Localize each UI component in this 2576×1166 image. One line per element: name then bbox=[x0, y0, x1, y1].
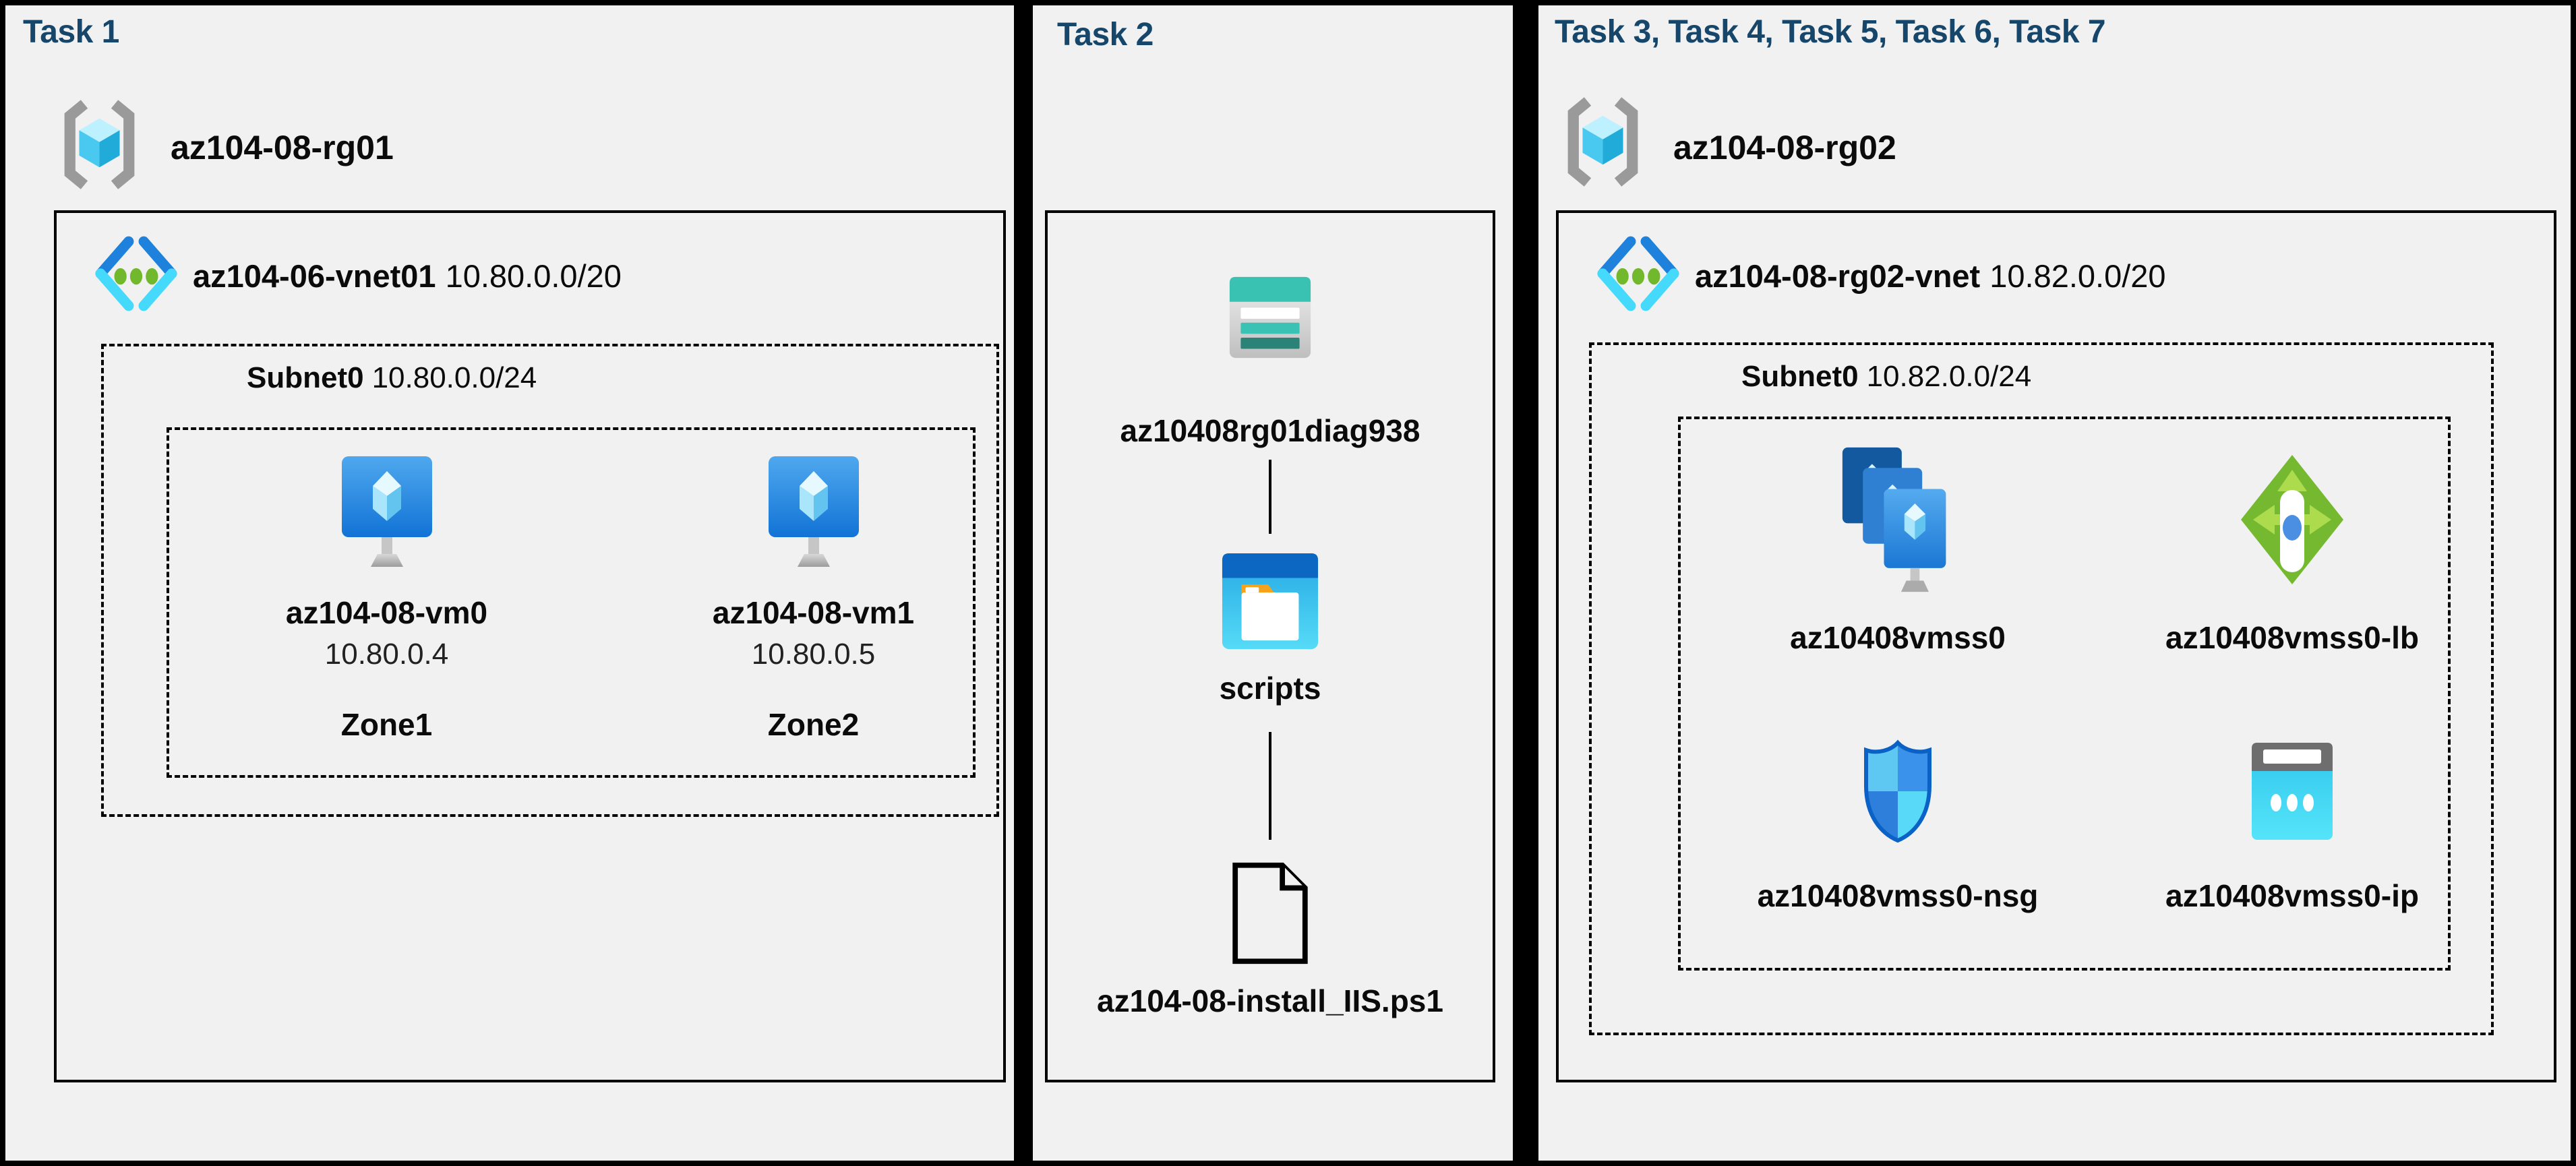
container-label: scripts bbox=[1219, 671, 1321, 706]
panel-task3: Task 3, Task 4, Task 5, Task 6, Task 7 a… bbox=[1538, 5, 2571, 1161]
vm-name: az104-08-vm0 bbox=[285, 595, 488, 630]
resource-group-icon bbox=[1561, 93, 1645, 191]
task2-header: Task 2 bbox=[1057, 17, 1154, 53]
blob-container-icon bbox=[1220, 551, 1320, 651]
load-balancer-icon bbox=[2238, 452, 2346, 587]
virtual-network-icon bbox=[92, 236, 181, 311]
vm-zone: Zone1 bbox=[340, 707, 433, 742]
vm-scale-set-icon bbox=[1839, 446, 1957, 594]
vm-ip: 10.80.0.5 bbox=[751, 638, 876, 671]
resource-cell: az10408vmss0-nsg bbox=[1733, 724, 2063, 914]
public-ip-label: az10408vmss0-ip bbox=[2165, 878, 2419, 913]
vnet-name: az104-08-rg02-vnet bbox=[1695, 258, 1981, 294]
virtual-machine-icon bbox=[340, 454, 434, 572]
resource-cell: az10408vmss0 bbox=[1733, 443, 2063, 656]
vm-ip: 10.80.0.4 bbox=[324, 638, 449, 671]
vnet-cidr: 10.80.0.0/20 bbox=[445, 258, 622, 294]
nsg-label: az10408vmss0-nsg bbox=[1757, 878, 2039, 913]
resource-group-icon bbox=[57, 96, 142, 193]
connector-line bbox=[1269, 732, 1271, 840]
subnet-name: Subnet0 bbox=[247, 361, 364, 394]
network-security-group-icon bbox=[1857, 737, 1938, 845]
vnet-cidr: 10.82.0.0/20 bbox=[1989, 258, 2166, 294]
public-ip-icon bbox=[2248, 737, 2336, 845]
task1-header: Task 1 bbox=[23, 14, 119, 50]
panel-task2: Task 2 az10408rg01diag938 scripts az104-… bbox=[1033, 5, 1513, 1161]
resource-cell: az10408vmss0-ip bbox=[2127, 724, 2457, 914]
file-label: az104-08-install_IIS.ps1 bbox=[1097, 983, 1443, 1018]
storage-account-icon bbox=[1226, 275, 1314, 360]
zone-group-box: az104-08-vm0 10.80.0.4 Zone1 az104-08-vm… bbox=[167, 427, 976, 778]
subnet-cidr: 10.80.0.0/24 bbox=[371, 361, 537, 394]
storage-account-label: az10408rg01diag938 bbox=[1120, 413, 1420, 448]
subnet-cidr: 10.82.0.0/24 bbox=[1866, 360, 2032, 393]
storage-chain-box: az10408rg01diag938 scripts az104-08-inst… bbox=[1045, 210, 1495, 1082]
vm-card: az104-08-vm1 10.80.0.5 Zone2 bbox=[673, 454, 953, 743]
connector-line bbox=[1269, 460, 1271, 534]
vnet-name: az104-06-vnet01 bbox=[193, 258, 436, 294]
load-balancer-label: az10408vmss0-lb bbox=[2165, 620, 2419, 655]
resource-group-items-box: az10408vmss0 az10408vmss0-lb az10408vmss… bbox=[1678, 417, 2451, 971]
vm-name: az104-08-vm1 bbox=[712, 595, 915, 630]
vm-zone: Zone2 bbox=[767, 707, 860, 742]
vmss-label: az10408vmss0 bbox=[1790, 620, 2006, 655]
virtual-machine-icon bbox=[767, 454, 861, 572]
task3-header: Task 3, Task 4, Task 5, Task 6, Task 7 bbox=[1555, 14, 2106, 50]
resource-cell: az10408vmss0-lb bbox=[2127, 443, 2457, 656]
file-icon bbox=[1227, 860, 1313, 966]
resource-group-label: az104-08-rg01 bbox=[171, 129, 394, 166]
vm-card: az104-08-vm0 10.80.0.4 Zone1 bbox=[247, 454, 527, 743]
resource-group-label: az104-08-rg02 bbox=[1673, 129, 1896, 166]
subnet-name: Subnet0 bbox=[1741, 360, 1859, 393]
virtual-network-icon bbox=[1594, 236, 1683, 311]
